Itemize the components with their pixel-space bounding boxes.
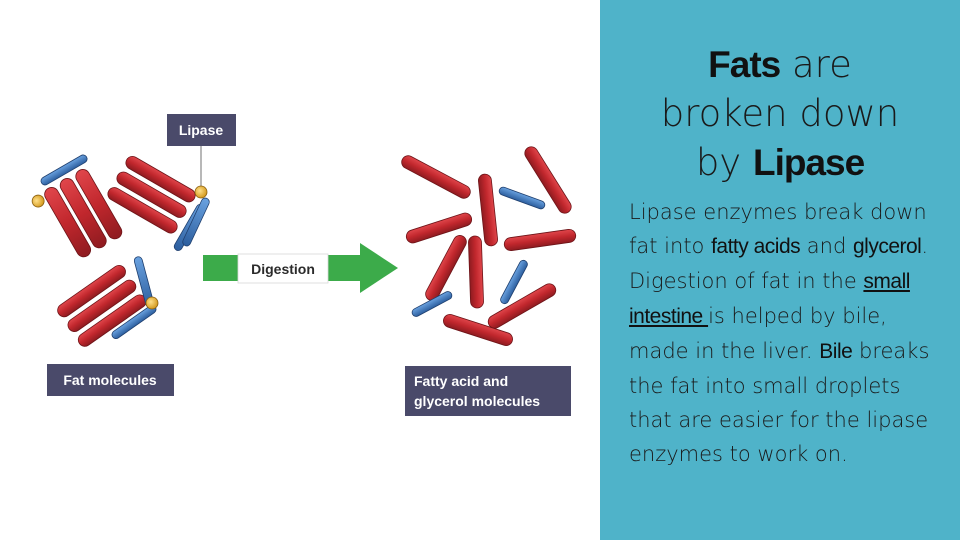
body-text: . Digestion of fat in the <box>629 234 929 293</box>
digestion-arrow: Digestion <box>203 243 398 293</box>
fatty-acid-bar <box>468 235 484 309</box>
products-label-box: Fatty acid and glycerol molecules <box>405 366 571 416</box>
products-label-line2: glycerol molecules <box>414 393 540 409</box>
lipase-label-box: Lipase <box>167 114 236 146</box>
body-text: Lipase enzymes break down fat into <box>629 200 927 258</box>
keyword-fatty-acids: fatty acids <box>711 235 801 258</box>
keyword-glycerol: glycerol <box>852 235 922 258</box>
glycerol-bar <box>182 197 210 247</box>
glycerol-bar <box>40 154 88 186</box>
body-text: and <box>800 234 853 258</box>
keyword-bile: Bile <box>819 340 853 363</box>
fatty-acid-bar <box>75 169 123 240</box>
fatty-acid-bar <box>503 228 577 252</box>
panel-title: Fats are broken down by Lipase <box>600 40 960 187</box>
title-are: are <box>780 43 852 86</box>
fat-molecule-3 <box>57 264 147 347</box>
fatty-acid-bar <box>116 171 187 218</box>
fatty-acid-bar <box>524 146 572 214</box>
glycerol-bar <box>411 291 453 317</box>
title-by: by <box>695 141 753 184</box>
title-fats: Fats <box>708 44 781 85</box>
glycerol-bar <box>500 259 528 305</box>
title-line-1: Fats are <box>600 40 960 89</box>
digestion-diagram: Lipase Fat molecules Digestion <box>31 114 577 416</box>
enzyme-node <box>31 194 45 208</box>
fatty-acid-bar <box>67 279 137 332</box>
fatty-acid-bar <box>487 283 557 329</box>
fatty-acid-bar <box>425 235 467 301</box>
enzyme-node <box>194 185 208 199</box>
product-molecules <box>401 146 577 347</box>
fat-molecules-label-box: Fat molecules <box>47 364 174 396</box>
lipase-label: Lipase <box>179 122 224 138</box>
info-panel: Fats are broken down by Lipase Lipase en… <box>600 0 960 540</box>
enzyme-node <box>145 296 159 310</box>
title-lipase: Lipase <box>752 142 865 183</box>
title-line-2: broken down <box>660 92 900 135</box>
fatty-acid-bar <box>443 313 513 347</box>
fatty-acid-bar <box>57 264 126 318</box>
fatty-acid-bar <box>107 187 178 234</box>
panel-body-text: Lipase enzymes break down fat into fatty… <box>629 195 949 471</box>
body-text: breaks the fat into small droplets that … <box>629 339 930 466</box>
title-line-3: by Lipase <box>600 138 960 187</box>
keyword-small-intestine: small intestine <box>629 270 910 328</box>
digestion-label: Digestion <box>251 261 315 277</box>
glycerol-bar <box>498 186 546 210</box>
products-label-line1: Fatty acid and <box>414 373 508 389</box>
body-text: is helped by bile, made in the liver. <box>629 304 887 363</box>
fatty-acid-bar <box>401 155 471 199</box>
fatty-acid-bar <box>44 187 92 258</box>
fat-molecule-1 <box>31 154 123 258</box>
fatty-acid-bar <box>478 173 498 247</box>
fat-molecules-label: Fat molecules <box>63 372 157 388</box>
fatty-acid-bar <box>59 178 107 249</box>
fatty-acid-bar <box>405 212 473 244</box>
fatty-acid-bar <box>125 155 196 203</box>
